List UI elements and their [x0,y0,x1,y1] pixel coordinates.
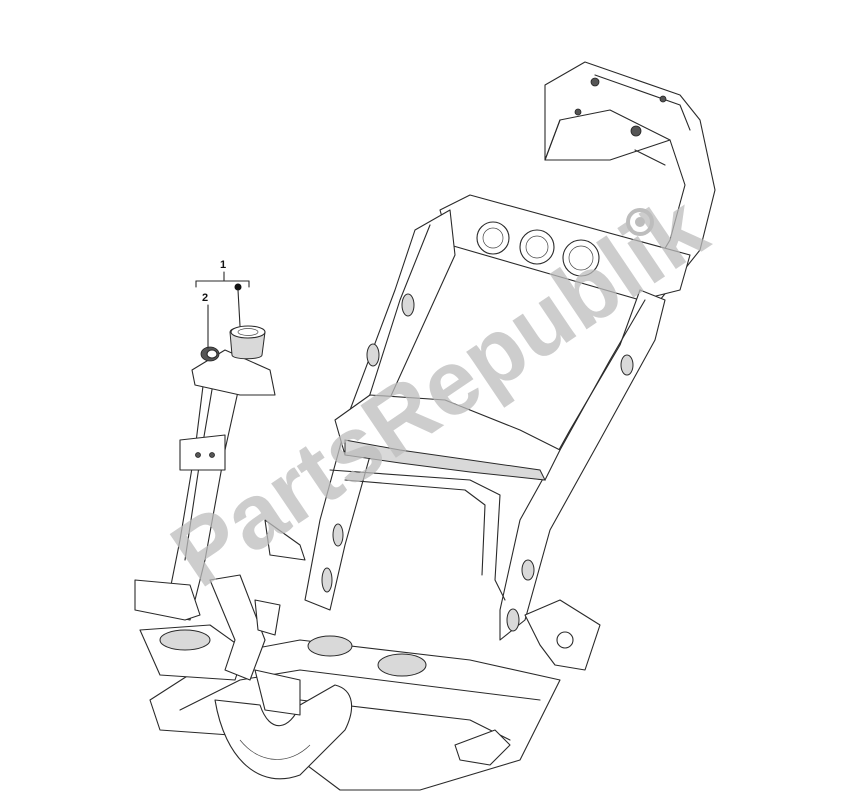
rear-crossmember-holes [476,221,600,277]
rail-holes [321,293,634,632]
callout-label-2: 2 [202,292,208,304]
frame-body [149,61,716,791]
callout-leaders [195,271,250,349]
steering-head-tube [134,325,306,716]
rear-mount-details [574,77,667,166]
callout-label-1: 1 [220,259,226,271]
watermark-gear-icon [626,208,654,236]
